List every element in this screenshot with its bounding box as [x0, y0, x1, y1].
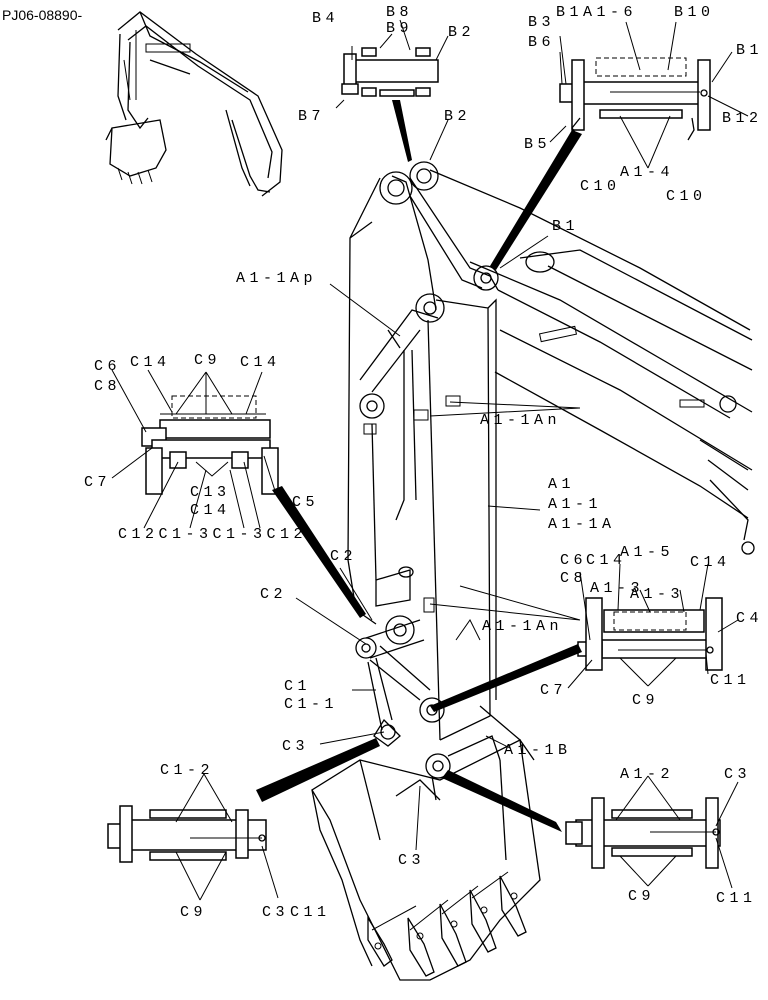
label-c3-mid: C3 — [282, 738, 309, 755]
label-a1-1an-lower: A1-1An — [482, 618, 563, 635]
label-c7-right: C7 — [540, 682, 567, 699]
label-c5: C5 — [292, 494, 319, 511]
part-labels: B4 B8 B9 B2 B7 B3 B1A1-6 B10 B6 B1 B12 B… — [84, 4, 763, 921]
label-c3-bottom: C3 — [398, 852, 425, 869]
label-a1-5: A1-5 — [620, 544, 674, 561]
label-a1-3b: A1-3 — [630, 586, 684, 603]
label-c1-1: C1-1 — [284, 696, 338, 713]
label-b12: B12 — [722, 110, 763, 127]
label-a1-2: A1-2 — [620, 766, 674, 783]
label-b10: B10 — [674, 4, 715, 21]
label-c7-left: C7 — [84, 474, 111, 491]
label-c2-upper: C2 — [330, 548, 357, 565]
label-c14-left: C14 — [130, 354, 171, 371]
label-c3-right: C3 — [724, 766, 751, 783]
label-a1-1an-upper: A1-1An — [480, 412, 561, 429]
label-c8-right: C8 — [560, 570, 587, 587]
label-b9: B9 — [386, 20, 413, 37]
excavator-thumbnail — [105, 11, 283, 197]
label-b4: B4 — [312, 10, 339, 27]
arm-structure — [311, 161, 755, 981]
label-c3-bottom-left: C3 — [262, 904, 289, 921]
leader-lines — [111, 19, 749, 901]
detail-c-bottom-right — [442, 770, 721, 869]
label-c13: C13 — [190, 484, 231, 501]
label-b1-right: B1 — [736, 42, 763, 59]
label-c11-right: C11 — [710, 672, 751, 689]
label-c6-right: C6 — [560, 552, 587, 569]
label-c9-left: C9 — [194, 352, 221, 369]
label-a1: A1 — [548, 476, 575, 493]
label-c10-left: C10 — [580, 178, 621, 195]
label-c1-2: C1-2 — [160, 762, 214, 779]
label-c14-mid: C14 — [190, 502, 231, 519]
label-c9-bottom-left: C9 — [180, 904, 207, 921]
label-c8-left: C8 — [94, 378, 121, 395]
label-c14-r2: C14 — [690, 554, 731, 571]
detail-c-left — [141, 395, 366, 618]
label-b2-mid: B2 — [444, 108, 471, 125]
label-c12-row: C12C1-3C1-3C12 — [118, 526, 307, 543]
label-c9-right: C9 — [632, 692, 659, 709]
label-c14-left-b: C14 — [240, 354, 281, 371]
label-c9-bottom-right: C9 — [628, 888, 655, 905]
label-c4: C4 — [736, 610, 763, 627]
label-c10-right: C10 — [666, 188, 707, 205]
label-b6: B6 — [528, 34, 555, 51]
label-b2-top: B2 — [448, 24, 475, 41]
label-b1-a1-6: B1A1-6 — [556, 4, 637, 21]
label-c1: C1 — [284, 678, 311, 695]
label-c14-r1: C14 — [586, 552, 627, 569]
label-a1-1: A1-1 — [548, 496, 602, 513]
label-c6-left: C6 — [94, 358, 121, 375]
label-c2-lower: C2 — [260, 586, 287, 603]
detail-b-right — [490, 57, 711, 270]
label-a1-3: A1-3 — [590, 580, 644, 597]
detail-b-top — [341, 46, 439, 162]
detail-c-right — [430, 597, 723, 712]
label-b8: B8 — [386, 4, 413, 21]
label-c11-bottom-left: C11 — [290, 904, 331, 921]
label-b3: B3 — [528, 14, 555, 31]
label-a1-1b: A1-1B — [504, 742, 572, 759]
label-b1-mid: B1 — [552, 218, 579, 235]
label-c11-bottom-right: C11 — [716, 890, 757, 907]
label-a1-1ap: A1-1Ap — [236, 270, 317, 287]
document-id: PJ06-08890- — [2, 7, 83, 23]
detail-c-bottom-left — [107, 738, 380, 863]
label-a1-1a: A1-1A — [548, 516, 616, 533]
label-b5: B5 — [524, 136, 551, 153]
label-a1-4-right: A1-4 — [620, 164, 674, 181]
label-b7: B7 — [298, 108, 325, 125]
